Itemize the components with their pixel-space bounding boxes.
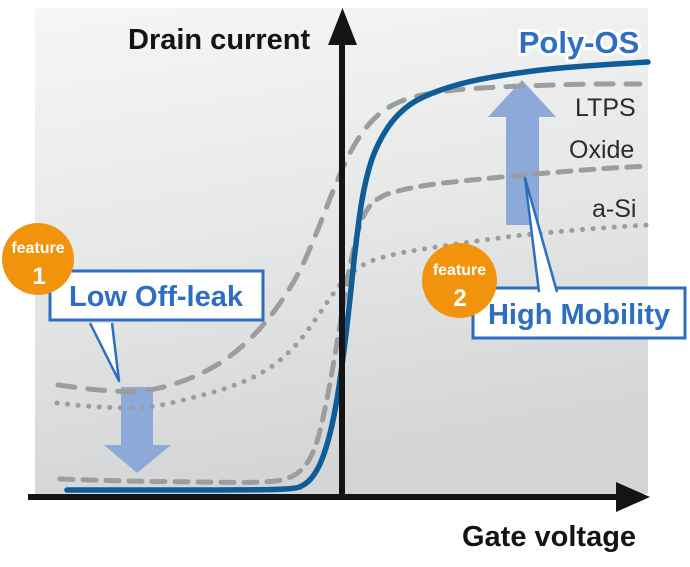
feature-2-badge bbox=[422, 243, 497, 318]
ltps-curve bbox=[55, 81, 643, 395]
low-offleak-callout-pointer bbox=[88, 322, 121, 383]
poly-os-curve bbox=[64, 59, 651, 493]
feature-2-badge-word: feature bbox=[433, 262, 486, 279]
high-mobility-label: High Mobility bbox=[488, 299, 670, 331]
oxide-series-label: Oxide bbox=[569, 136, 634, 164]
y-axis-arrowhead bbox=[328, 8, 357, 45]
poly-os-series-label: Poly-OS bbox=[519, 25, 640, 60]
low-offleak-callout-box bbox=[48, 269, 265, 322]
low-offleak-label: Low Off-leak bbox=[69, 281, 244, 313]
y-axis-title: Drain current bbox=[128, 24, 310, 56]
a-si-series-label: a-Si bbox=[592, 195, 636, 223]
oxide-curve bbox=[57, 163, 651, 485]
feature-1-badge-number: 1 bbox=[32, 263, 45, 290]
feature-1-badge bbox=[2, 223, 74, 295]
high-mobility-up-arrow bbox=[488, 80, 556, 225]
high-mobility-callout-pointer bbox=[523, 176, 559, 293]
low-offleak-down-arrow bbox=[104, 387, 171, 473]
feature-1-badge-word: feature bbox=[11, 240, 64, 257]
ltps-series-label: LTPS bbox=[575, 94, 636, 122]
feature-2-badge-number: 2 bbox=[453, 285, 466, 312]
x-axis-title: Gate voltage bbox=[462, 521, 636, 553]
x-axis-arrowhead bbox=[616, 482, 650, 512]
